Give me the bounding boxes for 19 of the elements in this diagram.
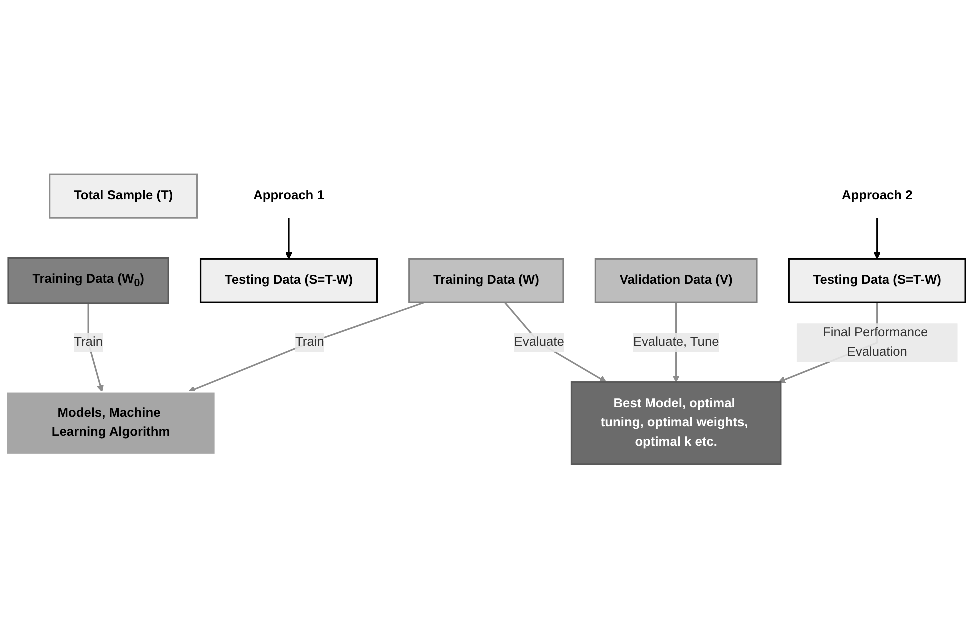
node-text: Approach 2 (842, 189, 913, 203)
node-box: Models, Machine Learning Algorithm (6, 391, 216, 456)
edge-label: Final Performance Evaluation (822, 326, 928, 359)
node-text: Approach 1 (254, 189, 324, 203)
edge-label: Train (74, 336, 103, 350)
arrow (188, 302, 425, 393)
node-box: Testing Data (S=T-W) (788, 258, 966, 304)
edge-label: Train (296, 336, 324, 350)
edge-label: Evaluate, Tune (633, 336, 720, 350)
node-box: Total Sample (T) (49, 174, 198, 219)
arrow (874, 218, 881, 260)
node-box: Best Model, optimal tuning, optimal weights, optimal k etc. (570, 382, 782, 466)
edge-label: Evaluate (514, 336, 564, 350)
node-box: Training Data (W) (408, 258, 564, 304)
arrow (504, 302, 607, 383)
arrow (285, 218, 293, 260)
node-box: Training Data (W$_{0}$) (8, 257, 170, 304)
node-box: Validation Data (V) (594, 258, 758, 304)
node-box: Testing Data (S=T-W) (200, 258, 378, 304)
